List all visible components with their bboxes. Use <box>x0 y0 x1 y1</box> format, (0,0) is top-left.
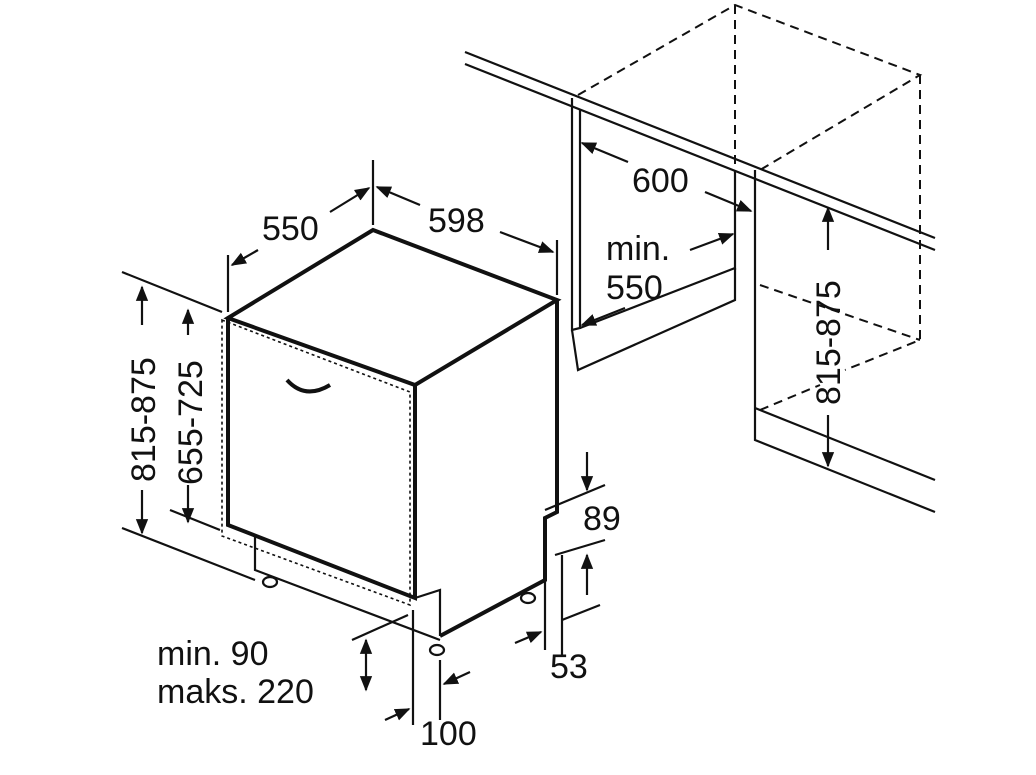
niche-depth-min-label: min. <box>606 230 670 268</box>
plinth-gap-label: 53 <box>550 648 588 686</box>
niche-width-label: 600 <box>632 162 689 200</box>
plinth-height-min-label: min. 90 <box>157 635 269 673</box>
plinth-recess-label: 89 <box>583 500 621 538</box>
appliance-width-label: 598 <box>428 202 485 240</box>
total-height-label: 815-875 <box>125 357 163 482</box>
appliance-depth-label: 550 <box>262 210 319 248</box>
dimension-lines <box>121 141 835 725</box>
foot-icon <box>428 643 446 657</box>
foot-icon <box>519 591 537 605</box>
plinth-depth-label: 100 <box>420 715 477 753</box>
kitchen-niche <box>464 3 936 514</box>
niche-depth-value-label: 550 <box>606 269 663 307</box>
plinth-height-max-label: maks. 220 <box>157 673 314 711</box>
door-handle-icon <box>285 378 332 394</box>
dishwasher <box>221 227 562 657</box>
door-height-label: 655-725 <box>172 360 210 485</box>
foot-icon <box>261 575 279 589</box>
niche-height-label: 815-875 <box>810 280 848 405</box>
